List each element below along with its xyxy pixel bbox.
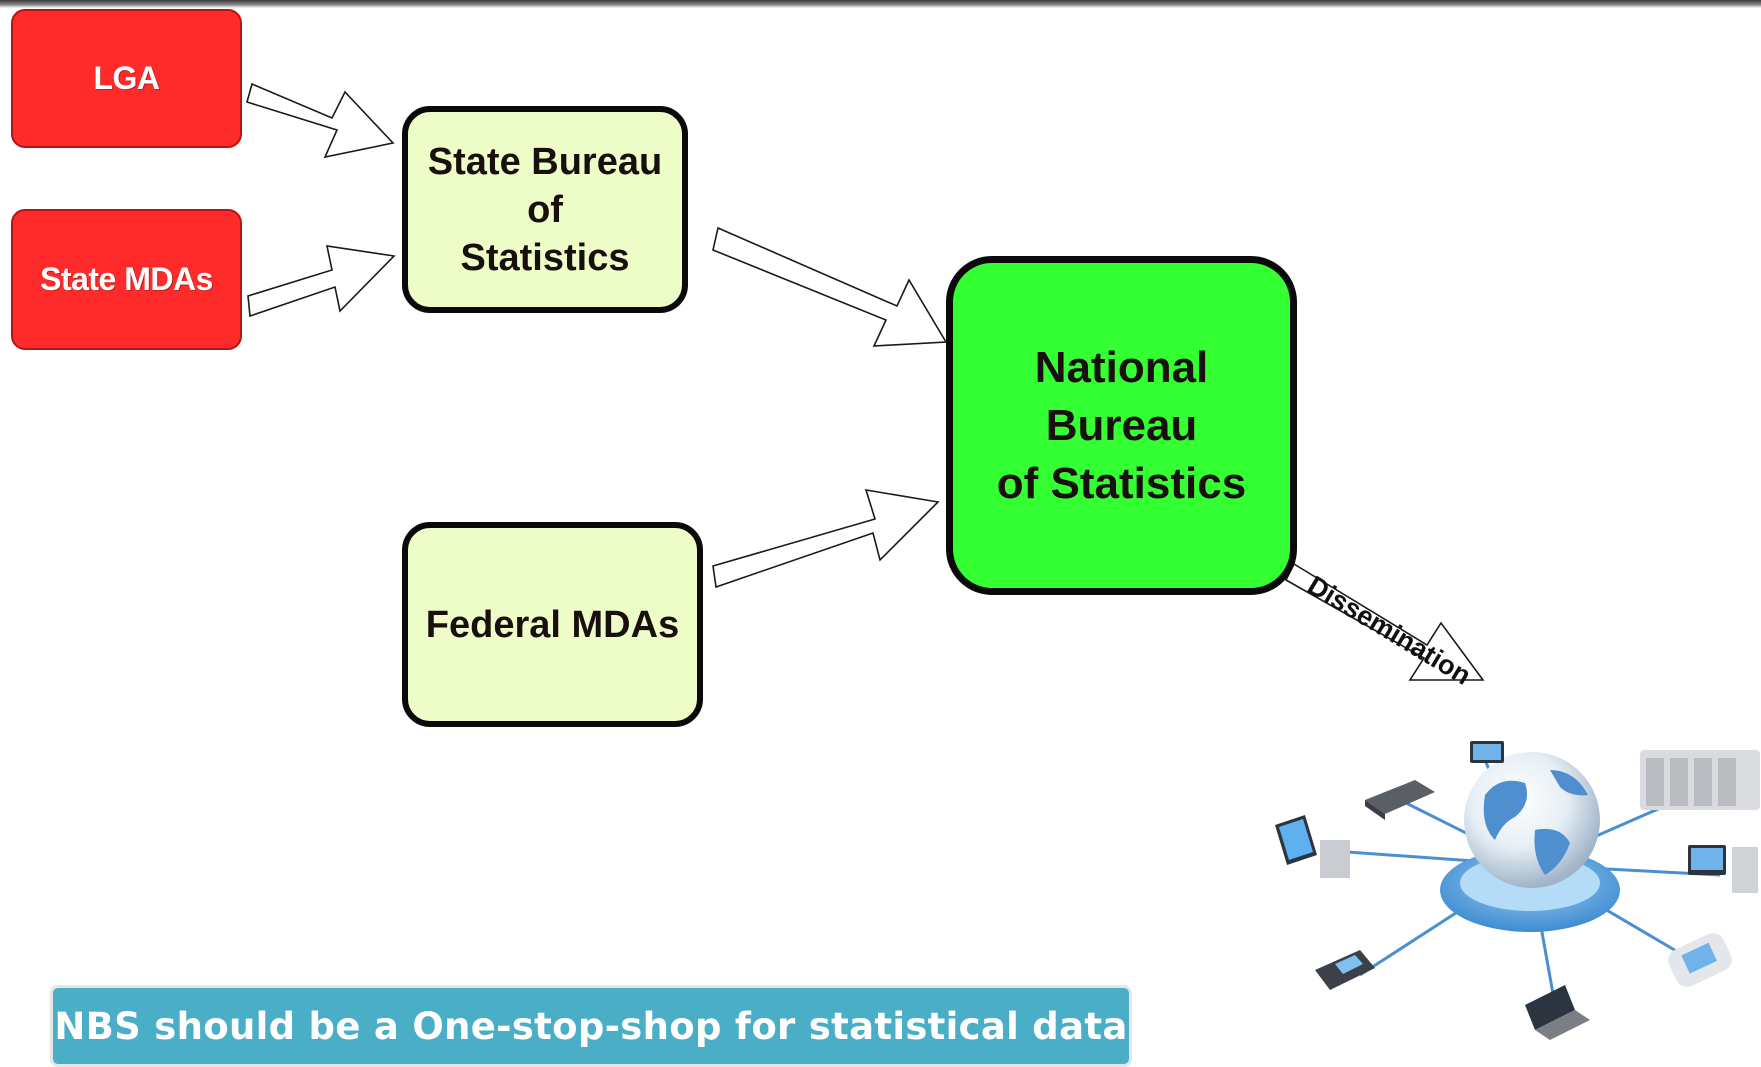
server-rack [1640, 750, 1760, 810]
banner: NBS should be a One-stop-shop for statis… [50, 985, 1132, 1067]
arrow-state-mdas-to-state-bureau [247, 245, 396, 318]
pda [1668, 933, 1732, 987]
node-state-mdas-label: State MDAs [40, 261, 213, 297]
monitor-left [1275, 815, 1350, 878]
node-federal-mdas-label: Federal MDAs [425, 603, 680, 646]
node-state-bureau-label: State Bureau of Statistics [427, 140, 663, 279]
node-lga-label: LGA [93, 60, 160, 96]
arrow-state-bureau-to-nbs [712, 226, 948, 347]
node-nbs-label: National Bureau of Statistics [996, 342, 1247, 508]
top-rule [0, 0, 1761, 8]
node-lga: LGA [11, 9, 242, 148]
arrow-federal-mdas-to-nbs [712, 488, 940, 589]
node-nbs: National Bureau of Statistics [946, 256, 1297, 595]
phone [1315, 950, 1375, 990]
node-state-bureau: State Bureau of Statistics [402, 106, 688, 313]
scanner [1365, 780, 1435, 820]
globe [1464, 752, 1600, 888]
desktop-right [1688, 845, 1758, 893]
node-state-mdas: State MDAs [11, 209, 242, 350]
laptop-top [1470, 741, 1504, 763]
node-federal-mdas: Federal MDAs [402, 522, 703, 727]
network-globe-icon [1275, 741, 1760, 1040]
arrow-dissemination [1284, 562, 1485, 681]
arrow-lga-to-state-bureau [246, 82, 395, 159]
laptop-bottom [1525, 985, 1590, 1040]
